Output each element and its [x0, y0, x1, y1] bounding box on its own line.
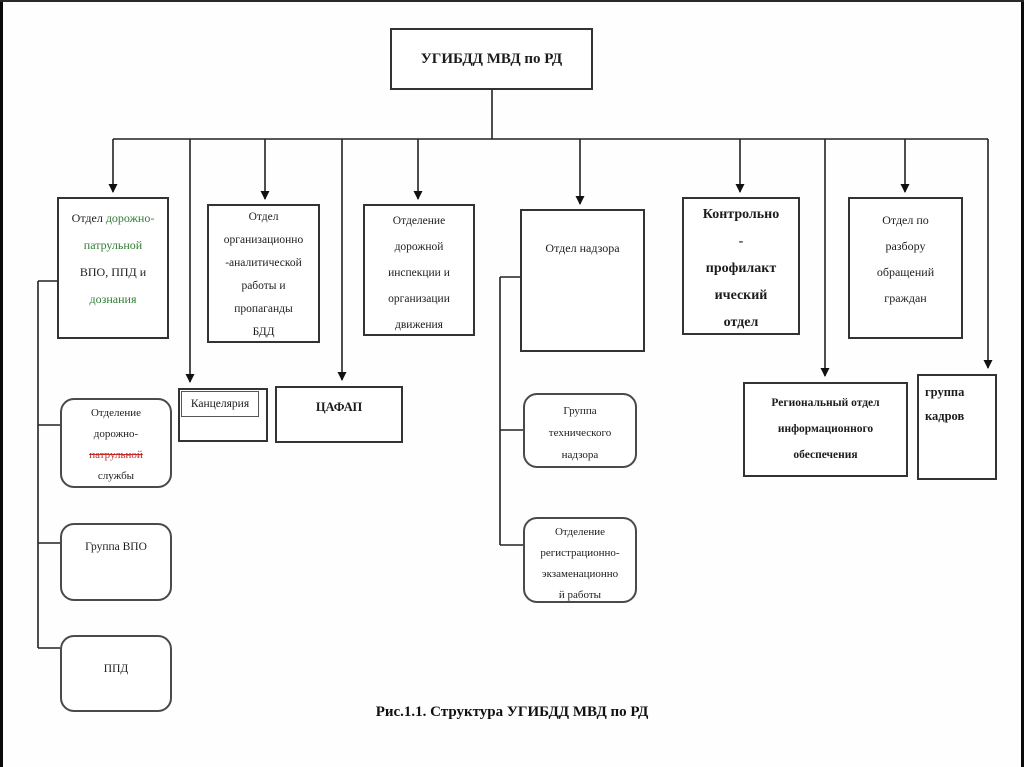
dps-seg-green1: дорожно- патрульной: [83, 211, 155, 252]
left-branch-lines: [37, 280, 60, 649]
slide-edge-left: [0, 0, 3, 767]
tree-trunk: [113, 90, 988, 140]
org-node-hr-group: группа кадров: [917, 374, 997, 480]
org-node-tech-supervision: Группа технического надзора: [523, 393, 637, 468]
org-node-dps-department: Отдел дорожно- патрульной ВПО, ППД и доз…: [57, 197, 169, 339]
tree-arrows: [108, 139, 993, 383]
org-node-tsafap: ЦАФАП: [275, 386, 403, 443]
chancellery-label-box: Канцелярия: [181, 391, 259, 417]
dps-seg-plain1: Отдел: [71, 211, 106, 225]
dpsdiv-seg-plain1: Отделение дорожно-: [90, 407, 142, 440]
org-node-citizens-appeals: Отдел по разбору обращений граждан: [848, 197, 963, 339]
org-node-control-prophylactic: Контрольно - профилакт ический отдел: [682, 197, 800, 335]
dps-seg-plain2: ВПО, ППД и: [79, 265, 147, 279]
slide-edge-right: [1021, 0, 1024, 767]
slide-edge-top: [0, 0, 1024, 2]
org-node-regional-info: Региональный отдел информационного обесп…: [743, 382, 908, 477]
dpsdiv-seg-plain2: службы: [97, 470, 135, 482]
dpsdiv-seg-red: патрульной: [89, 449, 143, 461]
org-node-dps-division: Отделение дорожно- патрульной службы: [60, 398, 172, 488]
org-node-org-analytical: Отдел организационно -аналитической рабо…: [207, 204, 320, 343]
org-node-ppd: ППД: [60, 635, 172, 712]
org-node-root: УГИБДД МВД по РД: [390, 28, 593, 90]
org-node-chancellery: Канцелярия: [178, 388, 268, 442]
dps-seg-green2: дознания: [89, 292, 137, 306]
org-node-reg-exam: Отделение регистрационно- экзаменационно…: [523, 517, 637, 603]
middle-branch-lines: [499, 276, 523, 546]
org-node-supervision: Отдел надзора: [520, 209, 645, 352]
org-node-vpo-group: Группа ВПО: [60, 523, 172, 601]
org-node-road-inspection: Отделение дорожной инспекции и организац…: [363, 204, 475, 336]
figure-caption: Рис.1.1. Структура УГИБДД МВД по РД: [375, 704, 649, 720]
